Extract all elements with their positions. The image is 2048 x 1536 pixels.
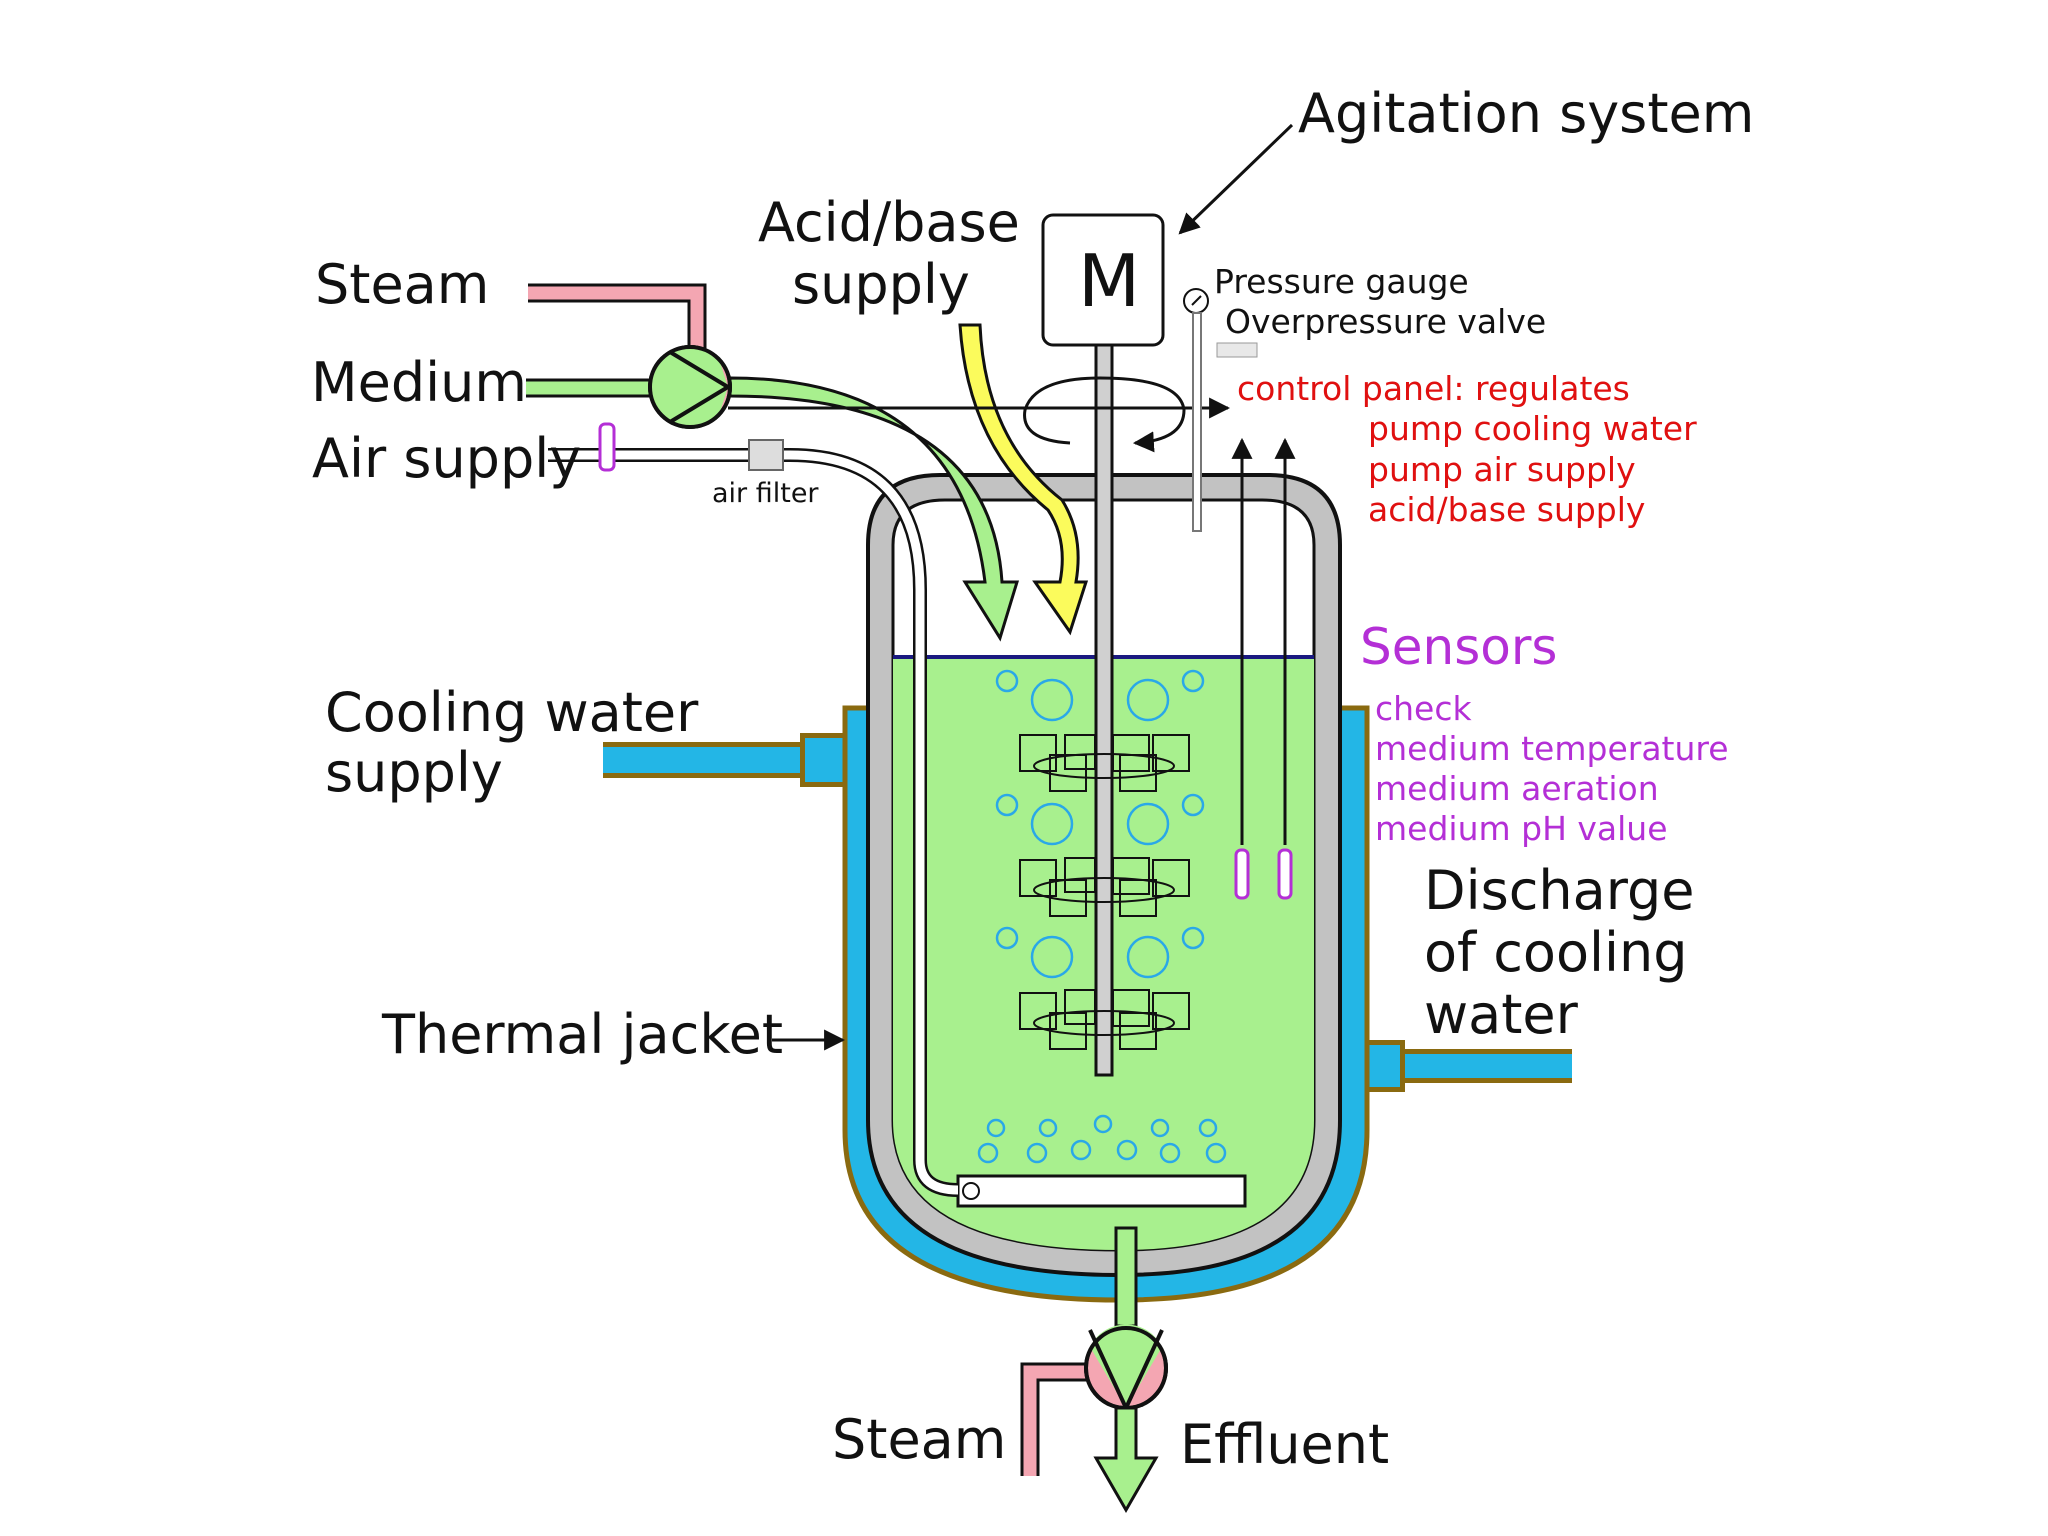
drain-line <box>1114 1226 1138 1328</box>
label-acid-base-line2: supply <box>792 253 970 316</box>
air-filter <box>748 439 784 471</box>
steam-bottom-line <box>1020 1362 1090 1476</box>
label-control-item: pump cooling water <box>1368 409 1697 448</box>
label-control-item: pump air supply <box>1368 450 1636 489</box>
sparger <box>956 1174 1247 1208</box>
impeller-bottom <box>1019 989 1190 1050</box>
steam-bottom-line-fill <box>1023 1365 1090 1476</box>
label-steam-bottom: Steam <box>832 1408 1007 1471</box>
label-medium: Medium <box>311 351 527 414</box>
impeller-set <box>1019 734 1190 1050</box>
label-sensor-item: medium pH value <box>1375 809 1668 848</box>
label-sensor-item: medium temperature <box>1375 729 1729 768</box>
label-sensors: Sensors <box>1360 618 1558 676</box>
air-supply-line <box>548 448 959 1197</box>
label-discharge-line3: water <box>1424 983 1578 1046</box>
label-discharge-line2: of cooling <box>1424 921 1688 984</box>
label-thermal-jacket: Thermal jacket <box>382 1003 784 1066</box>
acid-base-arrow <box>958 323 1089 636</box>
label-air-filter: air filter <box>712 478 819 509</box>
rotation-indicator <box>1023 376 1186 453</box>
label-sensor-item: medium aeration <box>1375 769 1659 808</box>
impeller-top <box>1019 734 1190 792</box>
air-valve <box>598 422 616 472</box>
pressure-gauge <box>1183 288 1209 314</box>
label-acid-base-line1: Acid/base <box>758 191 1020 254</box>
label-steam-top: Steam <box>315 253 490 316</box>
cooling-water-outlet-pipe <box>1340 1040 1572 1092</box>
agitator-shaft <box>1094 343 1114 1077</box>
label-pressure-gauge: Pressure gauge <box>1214 262 1469 301</box>
effluent-arrow <box>1093 1406 1159 1514</box>
overpressure-valve <box>1192 312 1258 532</box>
agitation-pointer <box>1178 123 1294 235</box>
medium-pump <box>648 345 732 429</box>
label-control-item: acid/base supply <box>1368 490 1646 529</box>
label-control-panel: control panel: regulates <box>1237 369 1630 408</box>
label-effluent: Effluent <box>1180 1413 1390 1476</box>
label-sensor-item: check <box>1375 689 1472 728</box>
air-bubbles <box>977 669 1227 1164</box>
label-overpressure-valve: Overpressure valve <box>1225 302 1547 341</box>
steam-top-line-fill <box>528 286 704 358</box>
effluent-pump <box>1084 1324 1168 1413</box>
impeller-middle <box>1019 857 1190 917</box>
label-discharge-line1: Discharge <box>1424 859 1695 922</box>
label-motor: M <box>1078 239 1141 323</box>
sensor-probes <box>1231 437 1296 900</box>
steam-top-line <box>528 283 707 358</box>
motor-box <box>1041 213 1165 347</box>
label-cooling-water-line1: Cooling water <box>325 681 699 744</box>
medium-feed-arrow <box>728 376 1020 642</box>
label-air-supply: Air supply <box>312 427 582 490</box>
label-cooling-water-line2: supply <box>325 741 503 804</box>
label-agitation-system: Agitation system <box>1298 82 1755 145</box>
